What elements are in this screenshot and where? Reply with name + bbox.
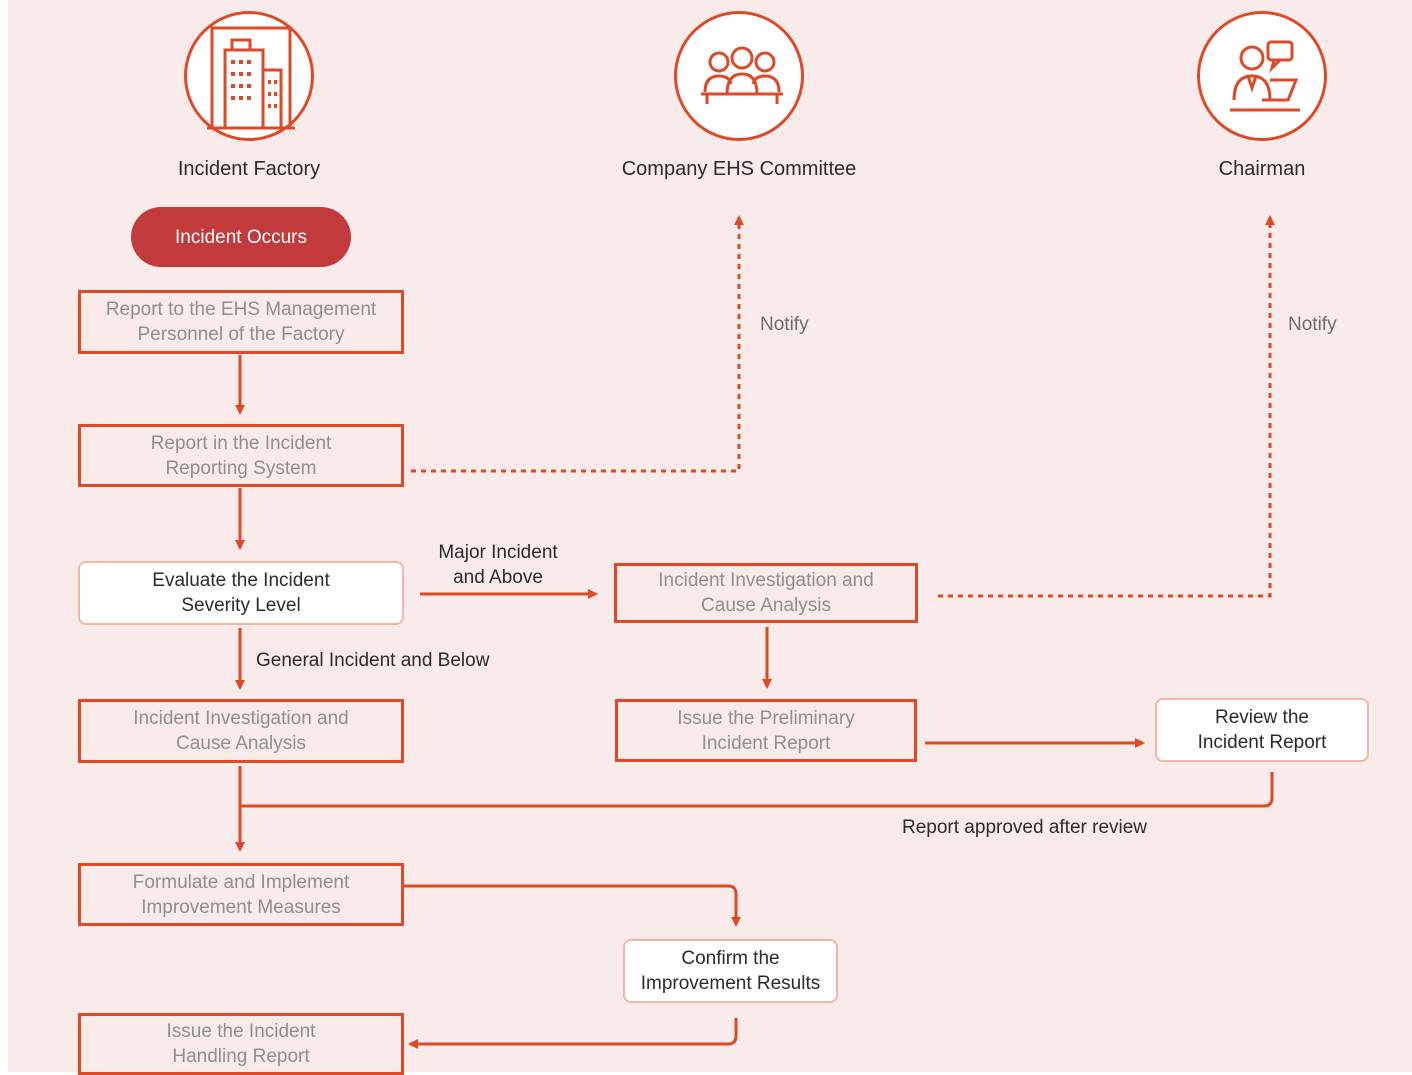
review-line-1: Review the [1214, 707, 1309, 728]
chairman-actor-label: Chairman [1218, 158, 1306, 180]
formulate-line-2: Improvement Measures [141, 896, 341, 918]
evaluate-node: Evaluate the Incident Severity Level [78, 561, 404, 625]
handling-report-node: Issue the Incident Handling Report [78, 1013, 404, 1075]
confirm-line-1: Confirm the [681, 948, 780, 969]
report-approved-label: Report approved after review [902, 817, 1148, 838]
report-ehs-line-1: Report to the EHS Management [105, 299, 377, 320]
preliminary-report-node: Issue the Preliminary Incident Report [615, 699, 917, 762]
evaluate-line-1: Evaluate the Incident [152, 570, 330, 591]
arrow-review-approved-merge [240, 772, 1274, 808]
office-building-icon [207, 26, 295, 130]
factory-actor-circle [184, 11, 314, 141]
meeting-group-icon [701, 46, 783, 104]
notify-committee-line [411, 215, 744, 473]
committee-actor-label: Company EHS Committee [621, 158, 857, 180]
chairman-actor-circle [1197, 11, 1327, 141]
investigation-major-line-1: Incident Investigation and [658, 570, 874, 591]
preliminary-line-2: Incident Report [701, 732, 831, 754]
major-incident-line-1: Major Incident [438, 542, 558, 563]
confirm-line-2: Improvement Results [640, 973, 821, 994]
evaluate-line-2: Severity Level [181, 595, 301, 616]
report-ehs-line-2: Personnel of the Factory [137, 324, 345, 345]
confirm-results-node: Confirm the Improvement Results [623, 939, 838, 1003]
incident-occurs-node: Incident Occurs [131, 207, 351, 267]
notify-committee-label: Notify [760, 314, 809, 335]
incident-occurs-label: Incident Occurs [175, 226, 307, 248]
connector-layer [235, 215, 1275, 1049]
general-incident-label: General Incident and Below [256, 650, 490, 671]
review-report-node: Review the Incident Report [1155, 698, 1369, 762]
investigation-general-node: Incident Investigation and Cause Analysi… [78, 699, 404, 763]
report-system-line-1: Report in the Incident [150, 432, 332, 454]
formulate-line-1: Formulate and Implement [132, 871, 350, 893]
arrow-formulate-to-confirm [403, 884, 741, 927]
investigation-major-node: Incident Investigation and Cause Analysi… [614, 563, 918, 623]
preliminary-line-1: Issue the Preliminary [677, 707, 855, 729]
investigation-general-line-2: Cause Analysis [176, 733, 306, 754]
report-system-line-2: Reporting System [165, 457, 317, 479]
investigation-major-line-2: Cause Analysis [701, 595, 831, 616]
formulate-node: Formulate and Implement Improvement Meas… [78, 863, 404, 926]
flowchart-canvas: Incident Factory Company EHS Committee [8, 0, 1412, 1075]
speaker-at-desk-icon [1230, 40, 1300, 112]
factory-actor-label: Incident Factory [177, 158, 321, 180]
arrow-confirm-to-handling [408, 1018, 738, 1049]
notify-chairman-line [938, 215, 1275, 598]
notify-chairman-label: Notify [1288, 314, 1337, 335]
review-line-2: Incident Report [1197, 732, 1327, 753]
major-incident-line-2: and Above [453, 567, 543, 588]
committee-actor-circle [674, 11, 804, 141]
investigation-general-line-1: Incident Investigation and [133, 708, 349, 729]
report-ehs-node: Report to the EHS Management Personnel o… [78, 290, 404, 354]
report-system-node: Report in the Incident Reporting System [78, 424, 404, 487]
major-incident-label: Major Incident and Above [408, 540, 588, 590]
handling-line-1: Issue the Incident [166, 1021, 316, 1042]
handling-line-2: Handling Report [172, 1046, 310, 1067]
